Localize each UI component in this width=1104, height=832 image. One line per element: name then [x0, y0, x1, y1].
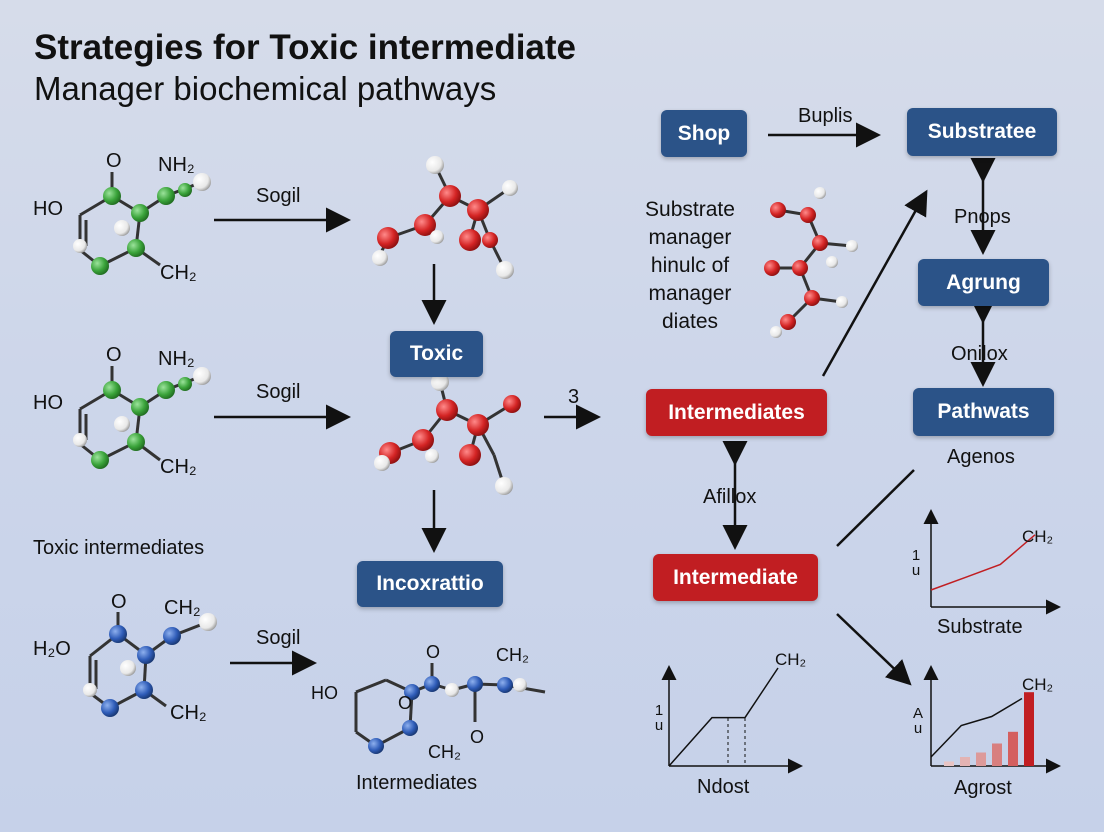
substrate-text-block: Substrate manager hinulc of manager diat… [628, 196, 752, 336]
label-h2o-3: H₂O [33, 638, 71, 660]
label-buplis: Buplis [798, 105, 853, 127]
label-sogil-3: Sogil [256, 627, 301, 649]
line-to-agenos [836, 469, 915, 547]
box-pathwats: Pathwats [913, 388, 1054, 436]
label-nh2-2: NH₂ [158, 348, 195, 370]
label-bottom-o3: O [470, 727, 485, 747]
substrate-text-line-5: diates [661, 310, 719, 333]
chart-agrost [923, 665, 1061, 774]
chart-ndost-title: Ndost [697, 776, 750, 798]
chart-agrost-bar [960, 757, 970, 766]
chart-ndost-annotation: CH₂ [775, 650, 807, 669]
chart-agrost-bar [992, 743, 1002, 766]
label-ho-2: HO [33, 392, 63, 414]
molecule-red-1 [378, 164, 511, 271]
chart-agrost-bar [944, 761, 954, 766]
box-shop: Shop [661, 110, 747, 157]
box-intermediate: Intermediate [653, 554, 818, 601]
chart-agrost-line [930, 697, 1023, 758]
label-ch2-1: CH₂ [160, 262, 197, 284]
label-intermediates-caption: Intermediates [356, 772, 478, 794]
label-nh2-1: NH₂ [158, 154, 195, 176]
label-bottom-ho: HO [311, 683, 338, 703]
label-ch2-3b: CH₂ [170, 702, 207, 724]
label-o-2: O [106, 344, 122, 366]
chart-ndost-ylabel: 1 u [654, 702, 664, 734]
label-ch2-2: CH₂ [160, 456, 197, 478]
label-bottom-ch2b: CH₂ [428, 742, 461, 762]
title-line-1: Strategies for Toxic intermediate [34, 28, 577, 67]
label-ch2-3a: CH₂ [164, 597, 201, 619]
label-o-1: O [106, 150, 122, 172]
label-toxic-intermediates: Toxic intermediates [33, 537, 205, 559]
chart-agrost-bar [1024, 692, 1034, 766]
chart-substrate-ylabel: 1 u [911, 547, 921, 579]
box-agrung: Agrung [918, 259, 1049, 306]
label-bottom-o2: O [398, 693, 413, 713]
molecule-blue-3-atoms [83, 613, 217, 717]
chart-substrate [923, 509, 1061, 615]
box-substratee: Substratee [907, 108, 1057, 156]
box-toxic: Toxic [390, 331, 483, 377]
label-pnops: Pnops [954, 206, 1011, 228]
label-onilox: Onilox [951, 343, 1008, 365]
chart-agrost-annotation: CH₂ [1022, 675, 1054, 694]
molecule-green-2-atoms [73, 367, 211, 469]
molecule-red-small-atoms [764, 187, 858, 338]
label-ho-1: HO [33, 198, 63, 220]
arrow-to-agrost [836, 613, 912, 686]
substrate-text-line-2: manager [648, 226, 732, 249]
molecule-bottom-atoms [368, 676, 527, 754]
substrate-text-line-3: hinulc of [650, 254, 730, 277]
chart-substrate-line [930, 534, 1036, 591]
box-incoxrattio: Incoxrattio [357, 561, 503, 607]
chart-agrost-bar [1008, 731, 1018, 766]
label-three: 3 [568, 386, 580, 408]
arrows [214, 122, 996, 686]
label-agenos: Agenos [947, 446, 1015, 468]
molecule-red-2 [380, 381, 513, 487]
chart-agrost-bar [976, 752, 986, 766]
label-sogil-2: Sogil [256, 381, 301, 403]
label-afillox: Afillox [703, 486, 757, 508]
substrate-text-line-4: manager [648, 282, 732, 305]
chart-agrost-ylabel: A u [912, 705, 923, 737]
molecule-red-1-atoms [372, 156, 518, 279]
molecule-red-2-atoms [374, 373, 521, 495]
chart-ndost-line [668, 667, 779, 767]
chart-substrate-annotation: CH₂ [1022, 527, 1054, 546]
molecule-green-1-atoms [73, 173, 211, 275]
arrow-diagonal-up [821, 189, 928, 377]
title-line-2: Manager biochemical pathways [34, 70, 497, 107]
substrate-text-line-1: Substrate [645, 198, 735, 221]
chart-agrost-title: Agrost [954, 777, 1012, 799]
box-intermediates: Intermediates [646, 389, 827, 436]
label-bottom-ch2a: CH₂ [496, 645, 529, 665]
chart-substrate-title: Substrate [937, 616, 1023, 638]
label-sogil-1: Sogil [256, 185, 301, 207]
label-o-3: O [111, 591, 127, 613]
molecule-bottom [354, 663, 546, 748]
chart-ndost [661, 665, 803, 774]
label-bottom-o1: O [426, 642, 441, 662]
